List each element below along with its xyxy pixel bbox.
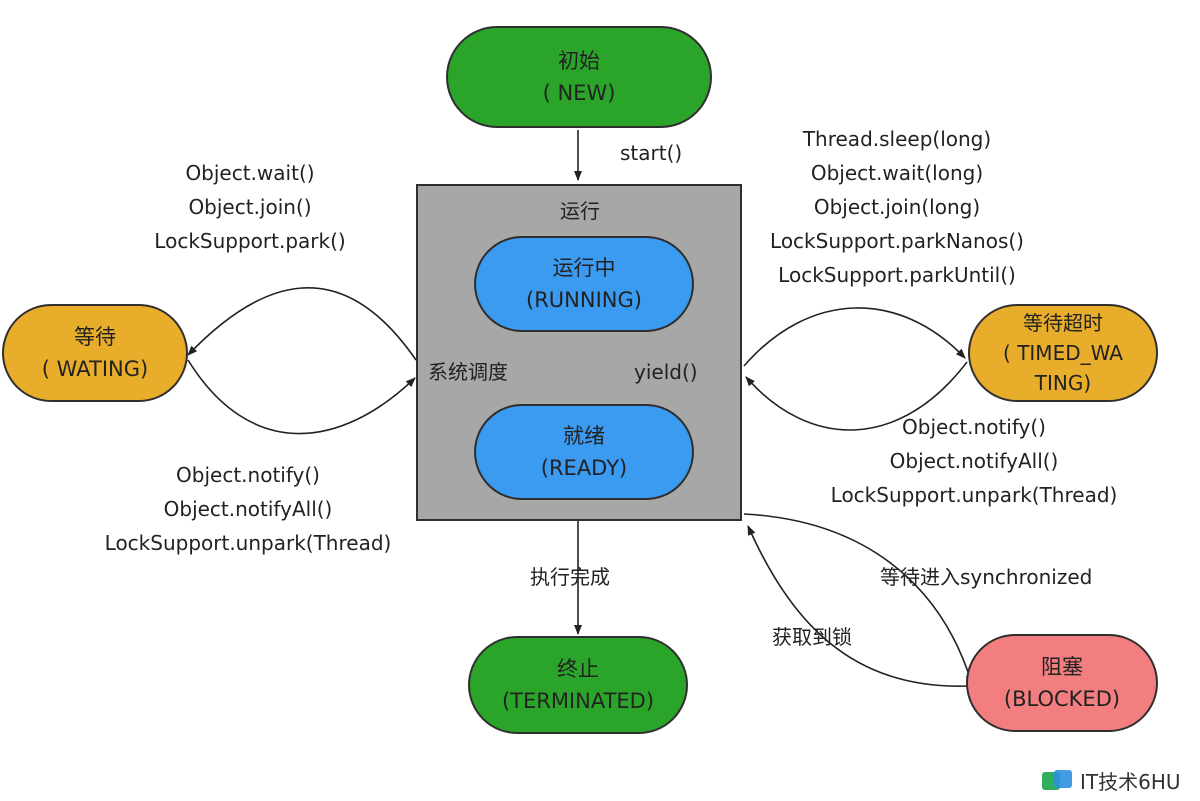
- label-to-timed-waiting-line: LockSupport.parkNanos(): [770, 229, 1024, 253]
- state-terminated-name: 终止: [557, 657, 599, 681]
- state-terminated-code: (TERMINATED): [501, 689, 655, 713]
- label-to-waiting-line: LockSupport.park(): [154, 229, 346, 253]
- state-ready-name: 就绪: [563, 424, 605, 448]
- state-running-code: (RUNNING): [526, 288, 642, 312]
- label-from-timed-waiting: Object.notify() Object.notifyAll() LockS…: [804, 410, 1144, 512]
- state-new-name: 初始: [558, 49, 600, 73]
- label-to-timed-waiting-line: Object.wait(long): [810, 161, 984, 185]
- arrow-acquire-lock: [747, 525, 969, 687]
- label-to-waiting-line: Object.join(): [188, 195, 312, 219]
- label-from-timed-waiting-line: Object.notify(): [902, 415, 1046, 439]
- label-from-timed-waiting-line: Object.notifyAll(): [889, 449, 1059, 473]
- watermark-text: IT技术6HU: [1080, 770, 1181, 794]
- label-start: start(): [620, 141, 683, 165]
- label-to-timed-waiting-line: Thread.sleep(long): [802, 127, 992, 151]
- label-from-timed-waiting-line: LockSupport.unpark(Thread): [830, 483, 1118, 507]
- label-to-blocked: 等待进入synchronized: [880, 565, 1093, 589]
- label-to-timed-waiting-line: Object.join(long): [813, 195, 981, 219]
- arrow-from-waiting: [187, 359, 416, 435]
- state-timed-waiting-name: 等待超时: [1023, 311, 1103, 335]
- state-running-name: 运行中: [552, 256, 616, 280]
- label-to-waiting-line: Object.wait(): [185, 161, 315, 185]
- arrow-to-timed-waiting: [743, 307, 966, 367]
- state-timed-waiting: 等待超时 ( TIMED_WA TING): [968, 304, 1158, 402]
- label-yield: yield(): [634, 360, 698, 384]
- label-from-waiting-line: LockSupport.unpark(Thread): [104, 531, 392, 555]
- state-blocked-code: (BLOCKED): [1003, 687, 1121, 711]
- watermark: IT技术6HU: [1042, 766, 1181, 795]
- arrow-from-timed-waiting: [745, 361, 968, 431]
- label-from-waiting: Object.notify() Object.notifyAll() LockS…: [78, 458, 418, 560]
- label-to-timed-waiting: Thread.sleep(long) Object.wait(long) Obj…: [742, 122, 1052, 292]
- label-from-waiting-line: Object.notify(): [176, 463, 320, 487]
- state-waiting-name: 等待: [74, 325, 116, 349]
- state-blocked-name: 阻塞: [1041, 655, 1083, 679]
- state-blocked: 阻塞 (BLOCKED): [966, 634, 1158, 732]
- running-group-title: 运行: [560, 199, 600, 223]
- label-from-waiting-line: Object.notifyAll(): [163, 497, 333, 521]
- state-terminated: 终止 (TERMINATED): [468, 636, 688, 734]
- label-schedule: 系统调度: [428, 360, 508, 384]
- state-ready-code: (READY): [540, 456, 628, 480]
- label-to-timed-waiting-line: LockSupport.parkUntil(): [778, 263, 1016, 287]
- arrow-to-waiting: [187, 287, 417, 361]
- state-waiting-code: ( WATING): [41, 357, 149, 381]
- state-waiting: 等待 ( WATING): [2, 304, 188, 402]
- label-finish: 执行完成: [530, 565, 610, 589]
- state-new-code: ( NEW): [542, 81, 616, 105]
- state-running: 运行中 (RUNNING): [474, 236, 694, 332]
- state-new: 初始 ( NEW): [446, 26, 712, 128]
- state-ready: 就绪 (READY): [474, 404, 694, 500]
- state-timed-waiting-code-1: ( TIMED_WA: [1003, 341, 1123, 365]
- arrow-to-blocked: [743, 513, 974, 685]
- label-to-waiting: Object.wait() Object.join() LockSupport.…: [120, 156, 380, 258]
- state-timed-waiting-code-2: TING): [1034, 371, 1092, 395]
- watermark-logo-icon: [1042, 769, 1074, 792]
- label-acquire-lock: 获取到锁: [772, 625, 852, 649]
